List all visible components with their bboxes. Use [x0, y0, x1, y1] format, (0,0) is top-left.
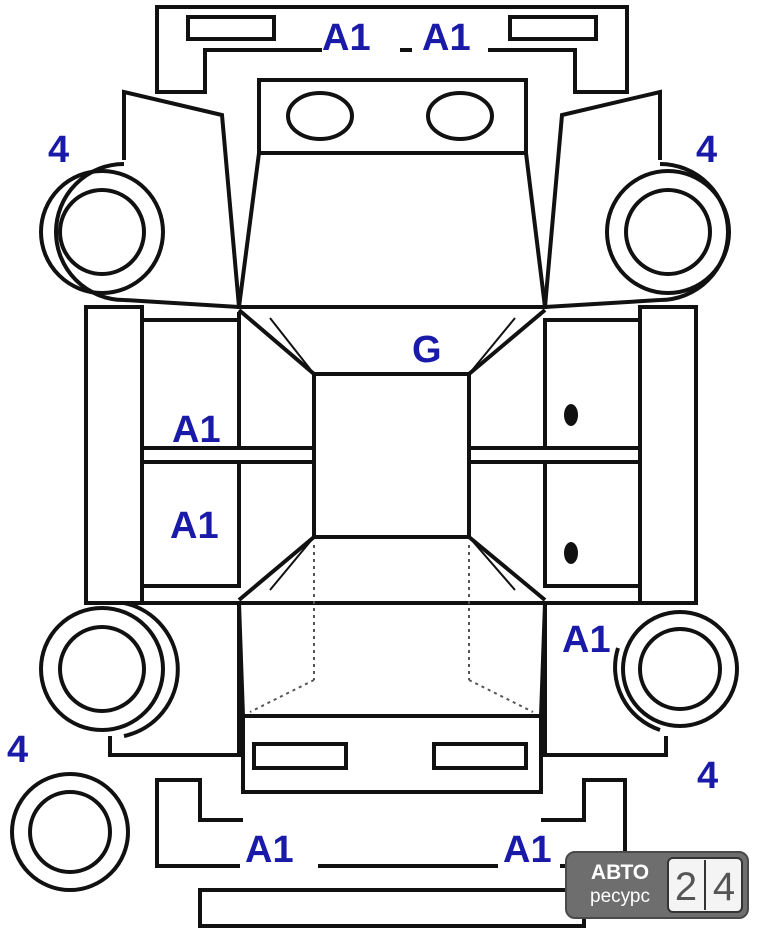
mark-front-left-wheel: 4: [48, 129, 69, 171]
mark-rear-bumper-right: A1: [503, 829, 552, 871]
front-right-wheel: [605, 162, 731, 302]
watermark-digit1: 2: [675, 865, 697, 909]
watermark-badge: АВТО ресурс 2 4: [565, 851, 749, 919]
roof: [237, 308, 547, 602]
front-fog-light-left: [186, 15, 276, 41]
front-right-fender: [543, 89, 662, 309]
mark-rear-left-door: A1: [170, 505, 219, 547]
watermark-line2: ресурс: [590, 886, 650, 907]
front-right-door: [543, 318, 642, 450]
front-right-door-handle: [564, 404, 578, 426]
rear-light-right: [432, 742, 528, 770]
mark-rear-right-wheel: 4: [697, 755, 718, 797]
front-left-fender: [122, 89, 241, 309]
mark-front-right-wheel: 4: [696, 129, 717, 171]
mark-spare-wheel: 4: [7, 729, 28, 771]
spare-wheel: [10, 772, 130, 892]
rear-left-door: [140, 460, 241, 588]
rear-left-fender: [108, 603, 241, 757]
mark-front-bumper-left: A1: [322, 17, 371, 59]
rear-panel: [241, 714, 543, 794]
mark-front-bumper-right: A1: [422, 17, 471, 59]
front-bumper: [155, 5, 629, 94]
trunk: [237, 545, 547, 794]
rear-right-wheel: [613, 610, 739, 732]
mark-rear-right-wheel-arch: A1: [562, 619, 611, 661]
watermark-digit2: 4: [713, 865, 735, 909]
watermark-line1: АВТО: [591, 861, 649, 884]
rear-left-wheel: [39, 601, 180, 738]
rear-right-door: [543, 460, 642, 588]
front-fog-light-right: [508, 15, 598, 41]
right-side: [469, 305, 698, 605]
rear-bumper: [155, 778, 627, 928]
rear-right-fender: [543, 603, 668, 757]
front-left-wheel: [39, 162, 165, 302]
headlight-right: [426, 91, 494, 141]
mark-roof: G: [412, 329, 442, 371]
rear-right-door-handle: [564, 542, 578, 564]
left-side: [84, 305, 314, 605]
hood: [236, 78, 548, 309]
mark-front-left-door: A1: [172, 409, 221, 451]
headlight-left: [286, 91, 354, 141]
mark-rear-bumper-left: A1: [245, 829, 294, 871]
rear-step: [198, 888, 586, 928]
rear-light-left: [252, 742, 348, 770]
